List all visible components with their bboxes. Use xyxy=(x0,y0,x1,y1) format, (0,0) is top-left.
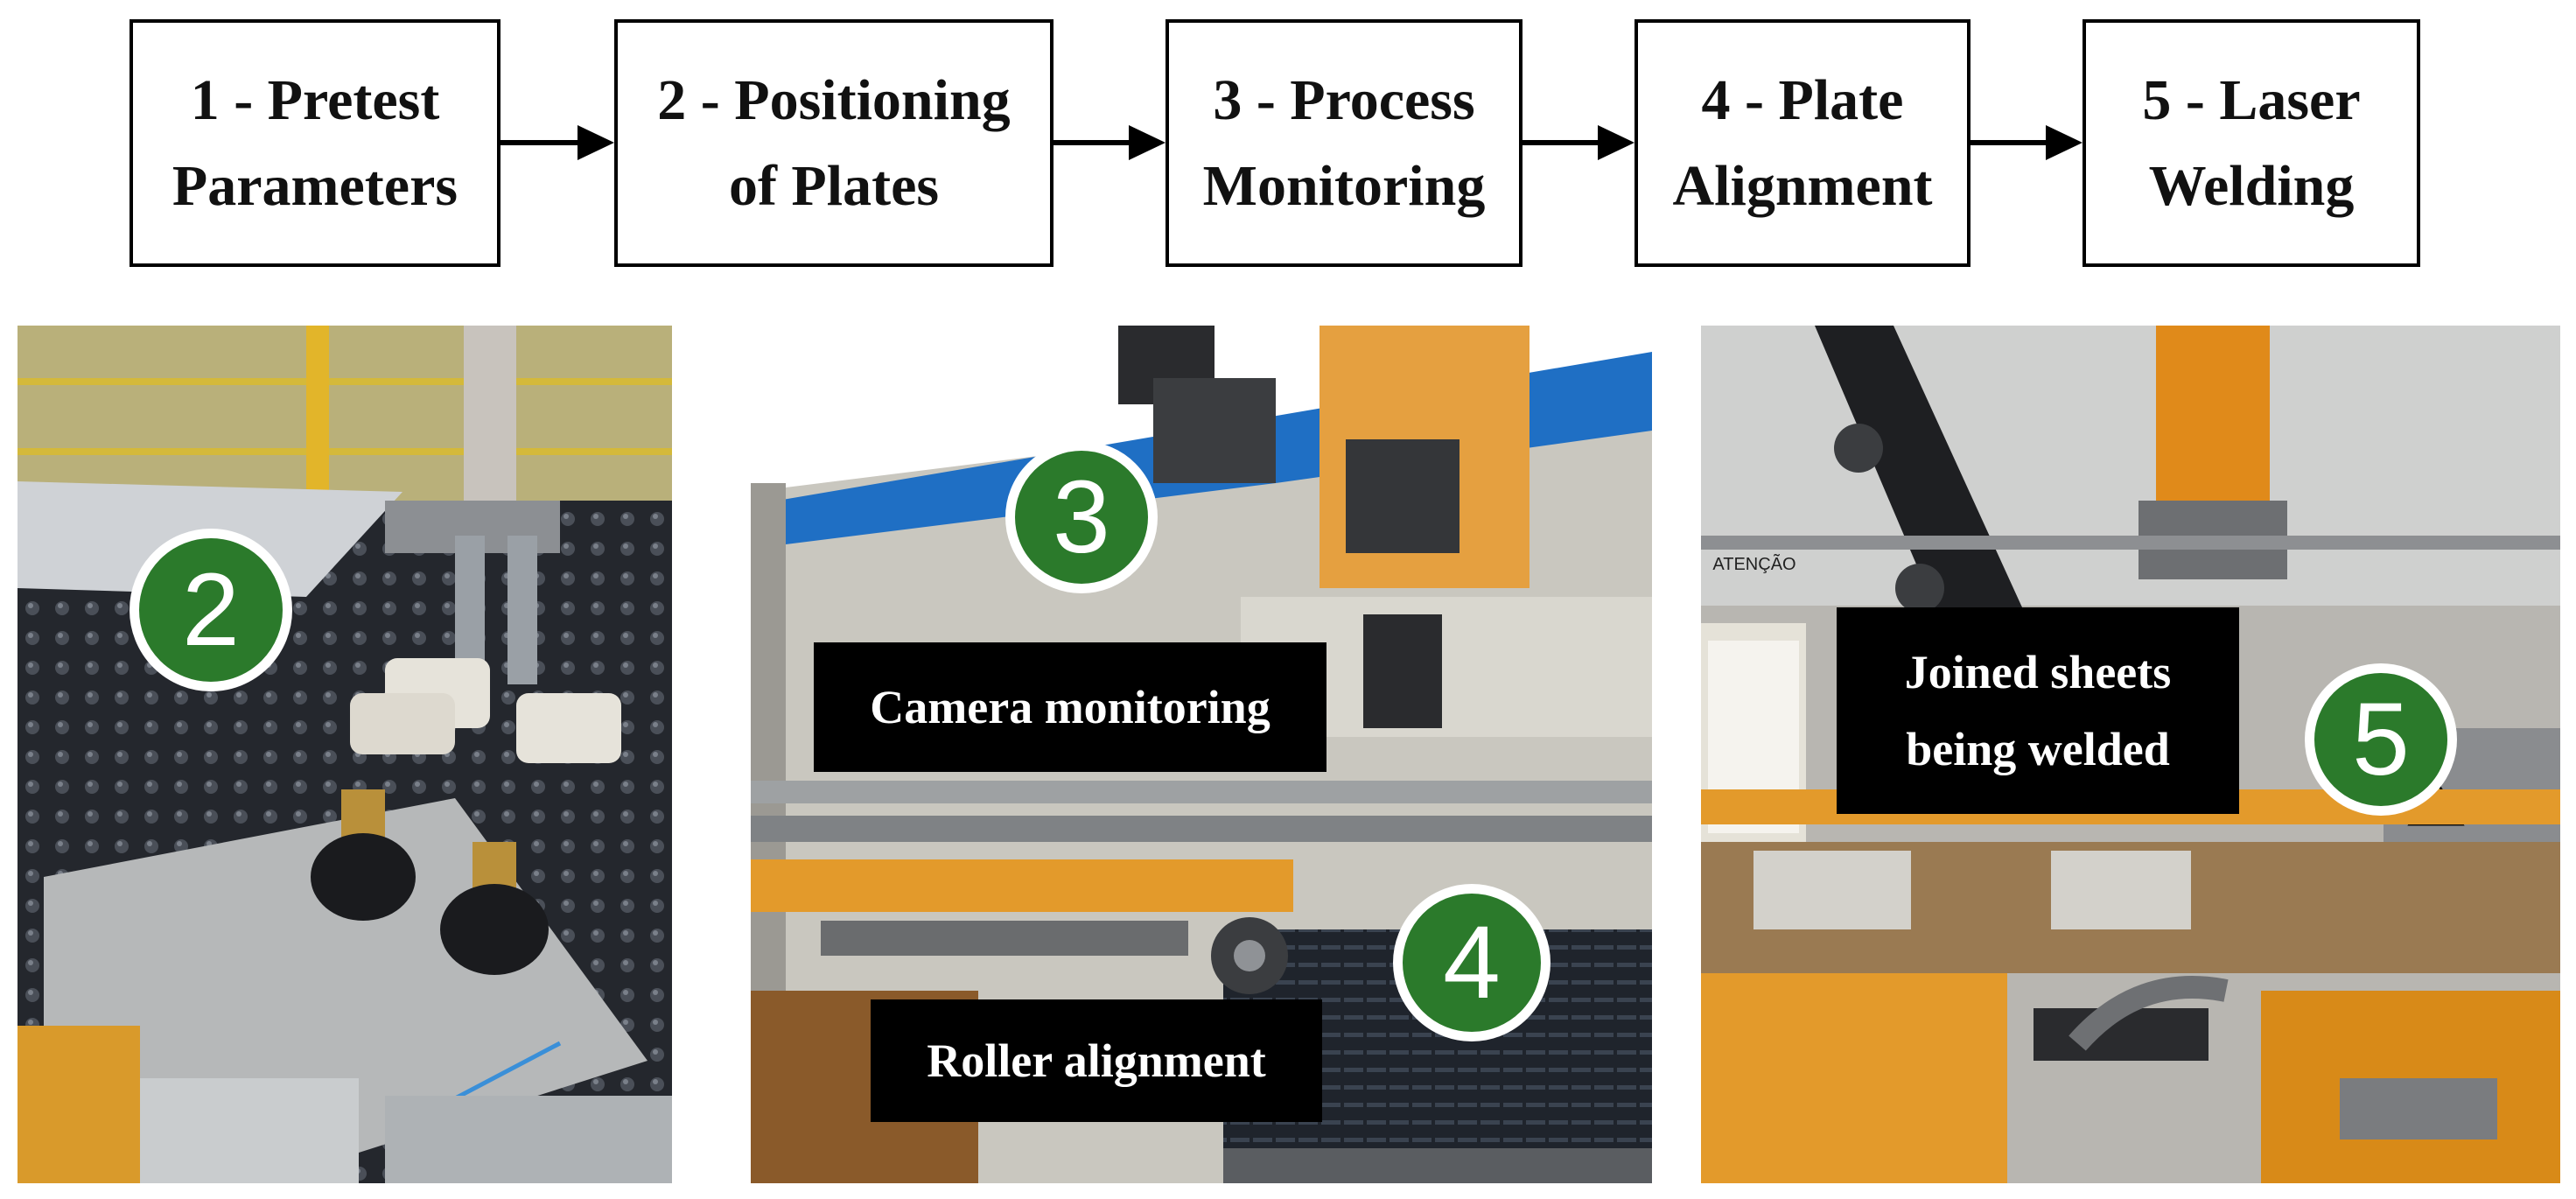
arrow-1-to-2 xyxy=(500,125,614,160)
step-1-line2: Parameters xyxy=(172,153,458,218)
step-5-line1: 5 - Laser xyxy=(2142,67,2361,132)
camera-monitoring-text: Camera monitoring xyxy=(870,681,1270,733)
arrow-3-to-4 xyxy=(1522,125,1634,160)
photo-laser-welding: ATENÇÃO Joined sheets being welded 5 xyxy=(1701,326,2560,1183)
warning-sign-text: ATENÇÃO xyxy=(1712,555,1796,574)
arrow-2-to-3 xyxy=(1054,125,1166,160)
step-3-line2: Monitoring xyxy=(1202,153,1486,218)
badge-4: 4 xyxy=(1393,884,1550,1041)
step-1-box: 1 - Pretest Parameters xyxy=(130,19,500,267)
photo-positioning-of-plates: 2 xyxy=(18,326,672,1183)
arrow-4-to-5 xyxy=(1970,125,2082,160)
step-3-line1: 3 - Process xyxy=(1213,67,1475,132)
badge-3: 3 xyxy=(1005,441,1158,593)
step-1-line1: 1 - Pretest xyxy=(190,67,440,132)
badge-5: 5 xyxy=(2305,663,2457,816)
joined-sheets-label: Joined sheets being welded xyxy=(1837,607,2239,814)
badge-2: 2 xyxy=(130,529,292,691)
step-2-line1: 2 - Positioning xyxy=(657,67,1011,132)
camera-monitoring-label: Camera monitoring xyxy=(814,642,1326,772)
step-5-box: 5 - Laser Welding xyxy=(2082,19,2420,267)
roller-alignment-text: Roller alignment xyxy=(927,1034,1266,1087)
step-3-box: 3 - Process Monitoring xyxy=(1166,19,1522,267)
joined-sheets-line2: being welded xyxy=(1906,723,2170,775)
roller-alignment-label: Roller alignment xyxy=(871,999,1322,1122)
step-4-box: 4 - Plate Alignment xyxy=(1634,19,1970,267)
step-2-line2: of Plates xyxy=(728,153,940,218)
joined-sheets-line1: Joined sheets xyxy=(1904,646,2172,698)
step-4-line1: 4 - Plate xyxy=(1701,67,1904,132)
step-4-line2: Alignment xyxy=(1672,153,1933,218)
positioning-scene xyxy=(18,326,672,1183)
photo-monitoring-and-alignment: 3 Camera monitoring 4 Roller alignment xyxy=(751,326,1652,1183)
step-5-line2: Welding xyxy=(2148,153,2355,218)
step-2-box: 2 - Positioning of Plates xyxy=(614,19,1054,267)
